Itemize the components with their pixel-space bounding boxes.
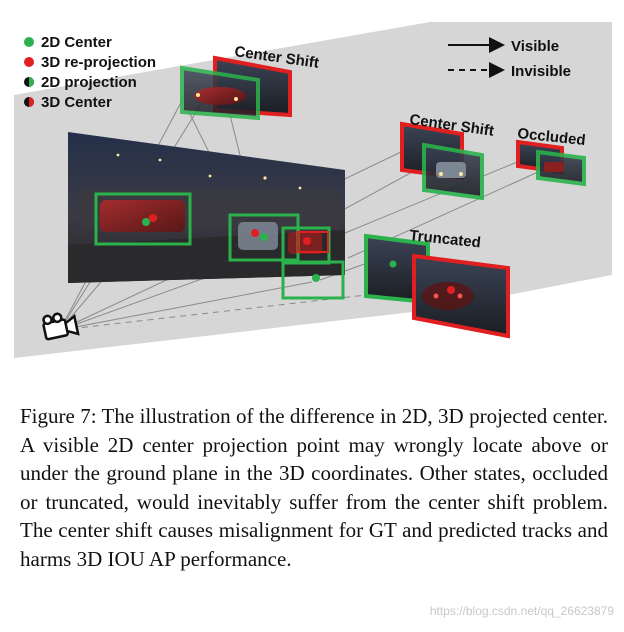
invisible-label: Invisible <box>511 63 571 80</box>
scene-boxes <box>94 192 345 300</box>
scene-centers <box>142 214 320 282</box>
gt-box-car-4 <box>281 260 345 300</box>
legend: 2D Center 3D re-projection 2D projection… <box>24 34 571 111</box>
legend-3d-center-marker <box>24 97 34 107</box>
legend-2d-projection-marker <box>24 77 34 87</box>
figure-illustration: 2D Center 3D re-projection 2D projection… <box>14 22 612 358</box>
visible-label: Visible <box>511 38 559 55</box>
crop-centers <box>389 260 455 294</box>
figure-caption: Figure 7: The illustration of the differ… <box>20 404 608 571</box>
crop-center-shift-mid <box>400 121 484 201</box>
crop-occluded <box>516 139 586 187</box>
crop-center-shift-top <box>180 55 292 121</box>
legend-2d-projection-label: 2D projection <box>41 74 137 91</box>
watermark: https://blog.csdn.net/qq_26623879 <box>429 604 614 618</box>
legend-3d-center-label: 3D Center <box>41 94 112 111</box>
gt-box-car-1 <box>94 192 192 246</box>
legend-3d-reprojection-dot <box>24 57 34 67</box>
crop-truncated <box>364 233 510 339</box>
pred-box-car-3 <box>297 231 329 253</box>
legend-3d-reprojection-label: 3D re-projection <box>41 54 156 71</box>
legend-2d-center-dot <box>24 37 34 47</box>
camera-icon <box>42 312 80 341</box>
legend-2d-center-label: 2D Center <box>41 34 112 51</box>
